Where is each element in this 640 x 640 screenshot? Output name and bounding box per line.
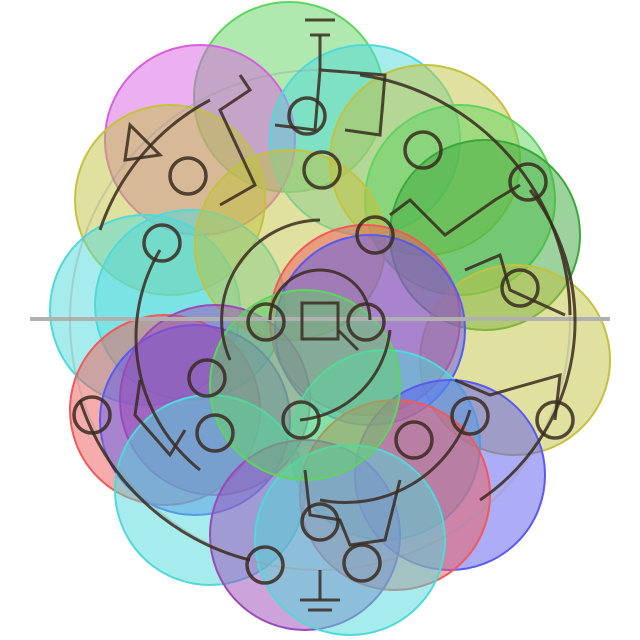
node-circle [500, 268, 540, 308]
zigzag-right-3 [454, 372, 562, 421]
node-circle [245, 545, 285, 585]
node-circle [342, 543, 382, 583]
inner-arc [220, 218, 321, 361]
zigzag-top-right [274, 68, 387, 137]
outer-arc [98, 98, 211, 231]
node-circle [281, 400, 321, 440]
node-circle [403, 130, 443, 170]
node-circle [535, 400, 575, 440]
node-circle [246, 302, 286, 342]
outer-arc-right [359, 73, 572, 316]
zigzag-right [389, 183, 521, 237]
square-tail [336, 328, 360, 352]
node-circle [394, 420, 434, 460]
zigzag-right-2 [464, 252, 566, 317]
node-circle [302, 150, 342, 190]
node-circle [346, 302, 386, 342]
square-glyph [300, 301, 340, 341]
node-circle [300, 502, 340, 542]
node-circle [508, 162, 548, 202]
triangle-glyph [123, 121, 164, 162]
node-circle [195, 413, 235, 453]
center-arc [268, 268, 372, 321]
middle-arc-right [479, 189, 577, 502]
zigzag-top [218, 74, 257, 207]
node-circle [450, 396, 490, 436]
node-circles [72, 96, 575, 585]
node-circle [168, 156, 208, 196]
node-circle [72, 395, 112, 435]
node-circle [187, 358, 227, 398]
node-circle [142, 223, 182, 263]
node-circle [355, 215, 395, 255]
node-circle [287, 96, 327, 136]
zigzag-left [133, 379, 187, 458]
outer-arc-bottom-left [78, 399, 251, 562]
glyph-lines [78, 18, 577, 612]
bottom-arc [319, 409, 472, 505]
